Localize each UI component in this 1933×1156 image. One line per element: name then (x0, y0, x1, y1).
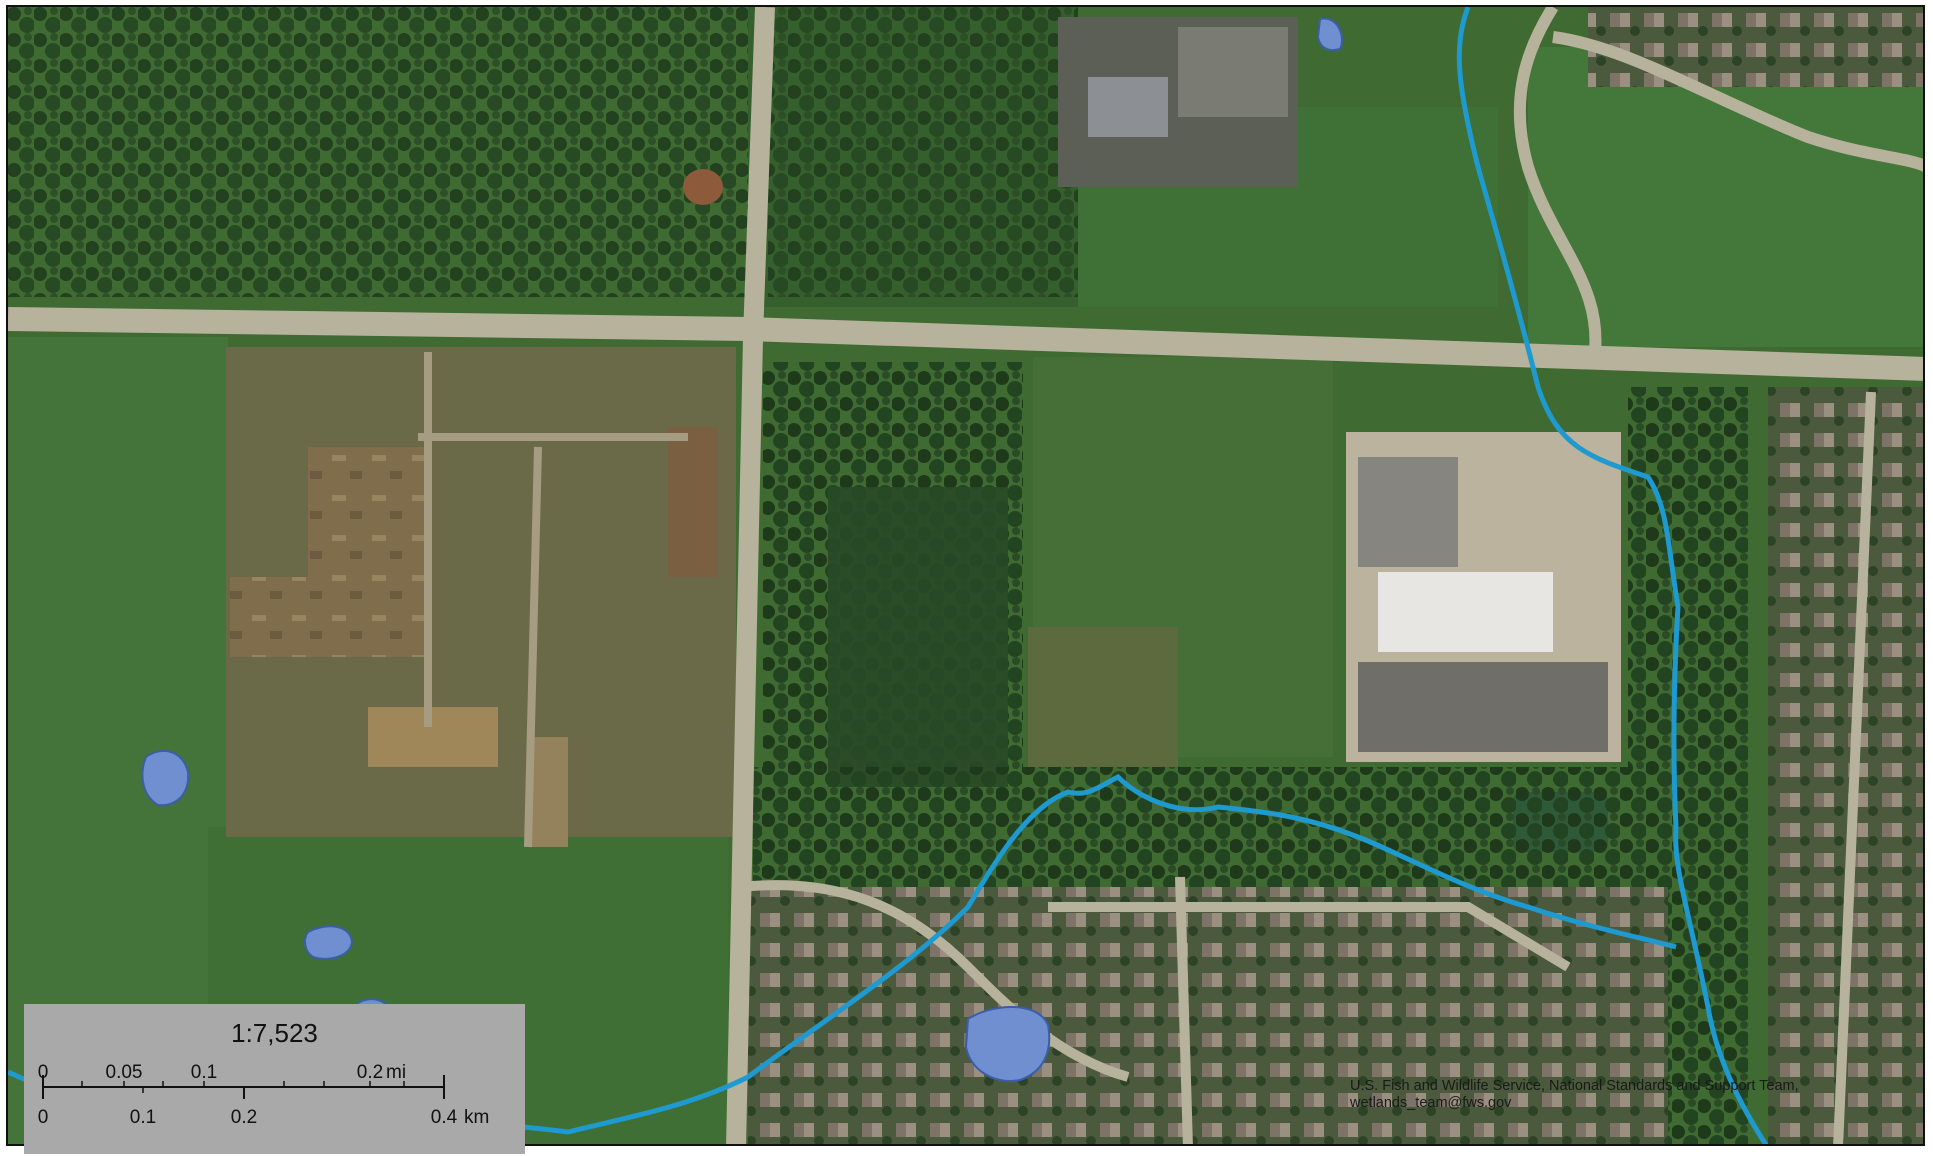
wetland-polygon-5 (964, 1005, 1051, 1082)
scale-mi-unit: mi (386, 1062, 407, 1083)
scale-mi-tick-3: 0.2 (356, 1062, 384, 1083)
pond-marsh (828, 487, 1008, 787)
scale-ratio: 1:7,523 (231, 1018, 318, 1048)
field-brown (1028, 627, 1178, 767)
wetland-polygon-3 (304, 925, 354, 960)
map-view[interactable] (6, 5, 1925, 1146)
road-subdivision-3 (1175, 876, 1193, 1144)
road-northeast-arc (1552, 31, 1923, 172)
woods-northwest (8, 7, 748, 297)
scale-mi-tick-0: 0 (37, 1062, 49, 1083)
road-subdivision-2 (1048, 902, 1571, 972)
road-east-subdivision (1833, 391, 1876, 1144)
dirt-pad-2 (308, 447, 428, 627)
attribution-text: U.S. Fish and Wildlife Service, National… (1350, 1078, 1910, 1112)
scale-km-tick-0: 0 (37, 1107, 49, 1128)
main-road-north-south (726, 7, 775, 1144)
dirt-pad-3 (368, 707, 498, 767)
road-construction-3 (524, 446, 542, 848)
scale-bar-panel: 1:7,523 0 0.05 0.1 0.2 mi 0 0.1 0.2 0.4 … (24, 1004, 525, 1154)
wetland-polygon-1 (1316, 17, 1343, 52)
woods-north-center (768, 7, 1078, 297)
retail-parking-north (1358, 457, 1458, 567)
parking-north (1178, 27, 1288, 117)
road-northeast-curve (1513, 7, 1602, 369)
attribution-line-1: U.S. Fish and Wildlife Service, National… (1350, 1078, 1799, 1094)
retail-parking-south (1358, 662, 1608, 752)
stream-east (1456, 7, 1769, 1144)
dirt-pad-5 (668, 427, 718, 577)
retail-building (1378, 572, 1553, 652)
ball-field (683, 169, 723, 205)
attribution-email: wetlands_team@fws.gov (1350, 1095, 1512, 1111)
houses-northeast (1588, 7, 1923, 87)
scale-km-tick-3: 0.4 (430, 1107, 458, 1128)
scale-km-unit: km (464, 1107, 490, 1128)
dirt-pad-4 (528, 737, 568, 847)
wetland-polygon-2 (141, 749, 190, 807)
scale-mi-tick-2: 0.1 (190, 1062, 218, 1083)
road-subdivision-1 (740, 880, 1130, 1082)
scale-km-tick-1: 0.1 (129, 1107, 157, 1128)
scale-mi-tick-1: 0.05 (105, 1062, 143, 1083)
church-building (1088, 77, 1168, 137)
aerial-map (8, 7, 1923, 1144)
scale-km-tick-2: 0.2 (230, 1107, 258, 1128)
scale-bar-graphic (42, 1075, 445, 1099)
